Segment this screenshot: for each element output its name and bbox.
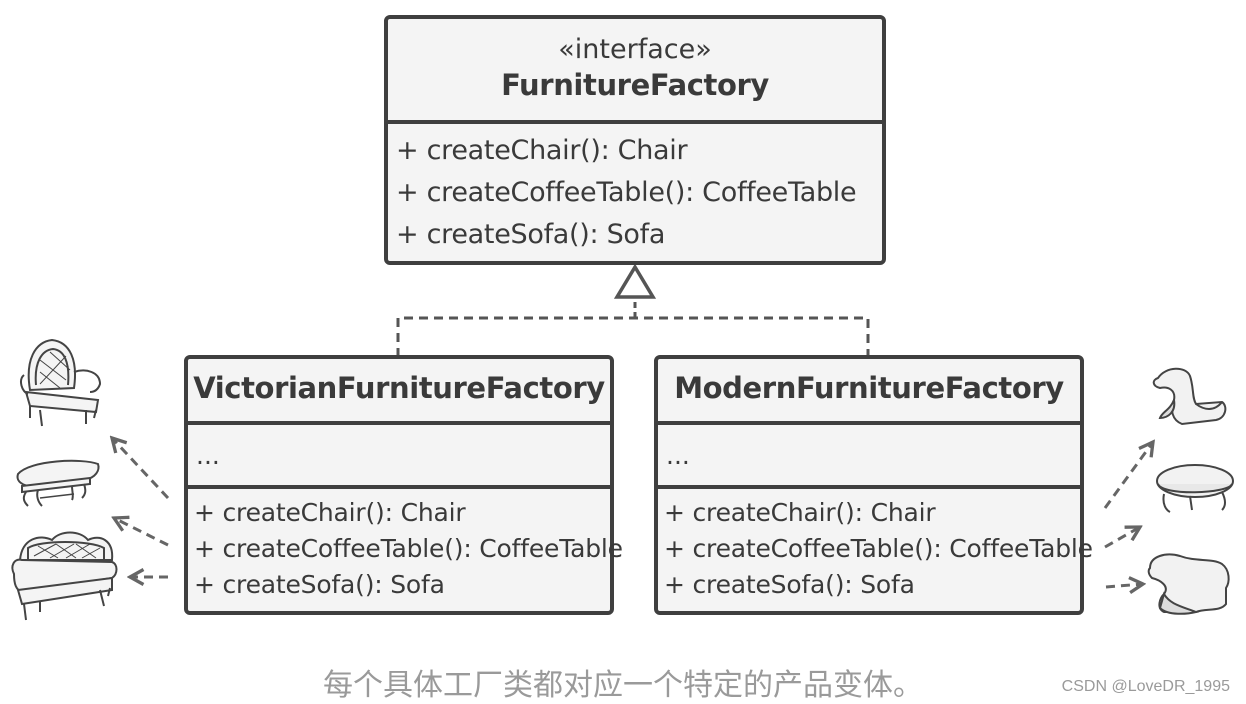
- victorian-product-arrows: [112, 438, 170, 577]
- operation-create-chair: + createChair(): Chair: [194, 498, 466, 527]
- interface-name: FurnitureFactory: [501, 68, 769, 102]
- interface-furniture-factory-box: «interface» FurnitureFactory + createCha…: [384, 15, 886, 265]
- modern-coffee-table-icon: [1156, 464, 1234, 513]
- victorian-chair-icon: [20, 338, 102, 427]
- victorian-fields: ...: [188, 421, 610, 485]
- operation-create-chair: + createChair(): Chair: [664, 498, 936, 527]
- operation-create-coffee-table: + createCoffeeTable(): CoffeeTable: [396, 177, 857, 208]
- modern-furniture-factory-box: ModernFurnitureFactory ... + createChair…: [654, 355, 1093, 615]
- operation-create-sofa: + createSofa(): Sofa: [396, 219, 666, 250]
- victorian-fields-ellipsis: ...: [196, 441, 220, 470]
- operation-create-sofa: + createSofa(): Sofa: [194, 570, 445, 599]
- modern-class-name: ModernFurnitureFactory: [674, 371, 1064, 405]
- interface-header: «interface» FurnitureFactory: [388, 19, 882, 120]
- modern-product-arrows: [1103, 442, 1153, 587]
- modern-header: ModernFurnitureFactory: [658, 359, 1080, 421]
- modern-chair-icon: [1152, 367, 1227, 426]
- victorian-sofa-icon: [11, 531, 118, 621]
- victorian-operations: + createChair(): Chair + createCoffeeTab…: [188, 485, 623, 611]
- interface-stereotype: «interface»: [558, 34, 712, 65]
- interface-operations: + createChair(): Chair + createCoffeeTab…: [388, 120, 882, 261]
- operation-create-sofa: + createSofa(): Sofa: [664, 570, 915, 599]
- victorian-header: VictorianFurnitureFactory: [188, 359, 610, 421]
- diagram-caption: 每个具体工厂类都对应一个特定的产品变体。: [323, 668, 923, 703]
- modern-fields-ellipsis: ...: [666, 441, 690, 470]
- victorian-class-name: VictorianFurnitureFactory: [193, 371, 605, 405]
- modern-operations: + createChair(): Chair + createCoffeeTab…: [658, 485, 1093, 611]
- victorian-coffee-table-icon: [16, 459, 100, 507]
- victorian-furniture-factory-box: VictorianFurnitureFactory ... + createCh…: [184, 355, 623, 615]
- operation-create-chair: + createChair(): Chair: [396, 135, 688, 166]
- operation-create-coffee-table: + createCoffeeTable(): CoffeeTable: [664, 534, 1093, 563]
- operation-create-coffee-table: + createCoffeeTable(): CoffeeTable: [194, 534, 623, 563]
- modern-fields: ...: [658, 421, 1080, 485]
- modern-sofa-icon: [1147, 553, 1230, 615]
- realization-connector: [396, 263, 870, 357]
- watermark-text: CSDN @LoveDR_1995: [1061, 678, 1230, 695]
